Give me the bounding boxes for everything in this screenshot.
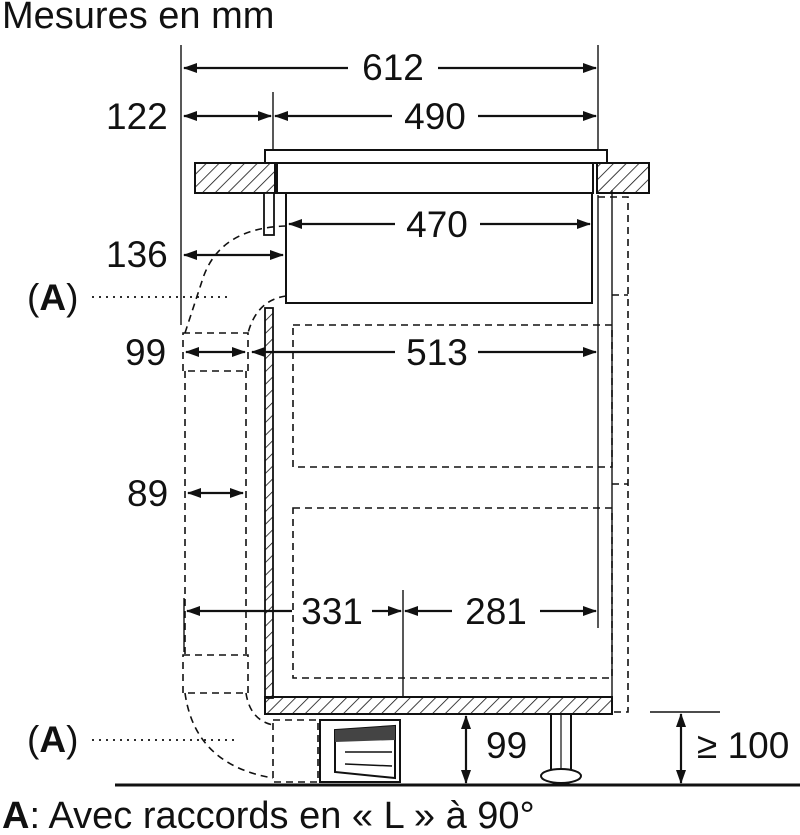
callout-a-bottom: (A) <box>27 719 236 760</box>
dim-612: 612 <box>362 47 424 88</box>
dim-490: 490 <box>404 96 466 137</box>
countertop <box>194 162 650 194</box>
dim-122: 122 <box>106 96 168 137</box>
svg-text:(A): (A) <box>27 277 78 318</box>
duct-channel <box>182 225 319 783</box>
cabinet-foot <box>540 713 582 784</box>
dim-281: 281 <box>465 591 527 632</box>
callout-close-paren: ) <box>66 719 78 760</box>
extension-lines <box>180 45 720 713</box>
footnote: A: Avec raccords en « L » à 90° <box>2 795 535 835</box>
dim-99-bottom: 99 <box>486 725 527 766</box>
svg-text:(A): (A) <box>27 719 78 760</box>
dim-99-top: 99 <box>125 332 166 373</box>
diagram-title: Mesures en mm <box>2 0 274 37</box>
dim-min-100: ≥ 100 <box>697 725 789 766</box>
cooktop <box>263 149 608 304</box>
footnote-text: : Avec raccords en « L » à 90° <box>29 795 534 835</box>
hidden-drawers <box>292 196 629 713</box>
dim-136: 136 <box>106 234 168 275</box>
dim-513: 513 <box>406 332 468 373</box>
callout-open-paren: ( <box>27 719 40 760</box>
dim-470: 470 <box>406 204 468 245</box>
dim-89: 89 <box>127 473 168 514</box>
cabinet <box>264 190 613 715</box>
dimension-lines <box>183 63 686 784</box>
dim-331: 331 <box>301 591 363 632</box>
callout-close-paren: ) <box>66 277 78 318</box>
callout-key: A <box>39 719 66 760</box>
callout-key: A <box>39 277 66 318</box>
fan-unit <box>319 719 401 783</box>
callout-open-paren: ( <box>27 277 40 318</box>
callout-a-top: (A) <box>27 277 232 318</box>
footnote-key: A <box>2 795 29 835</box>
